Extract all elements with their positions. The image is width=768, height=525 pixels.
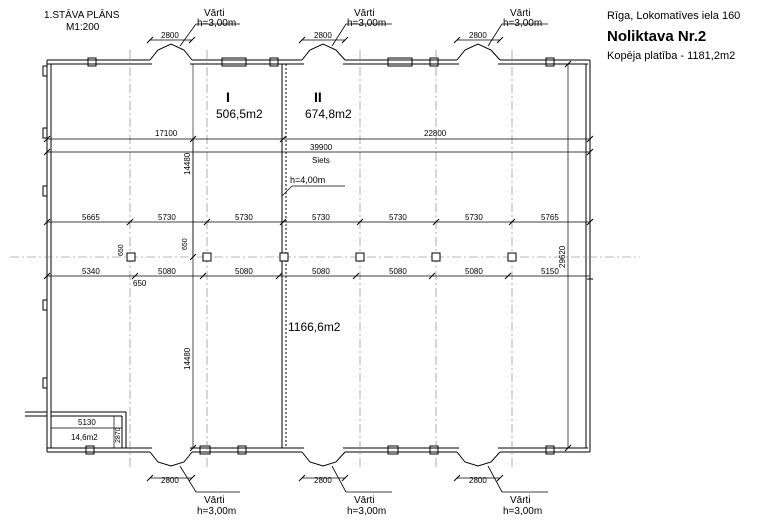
building-title: Noliktava Nr.2 <box>607 28 707 45</box>
gate-top-1-height: h=3,00m <box>197 18 236 29</box>
room-2-number: II <box>314 89 322 105</box>
dimension-ticks <box>43 36 594 482</box>
dim-top-4: 5730 <box>312 213 330 222</box>
gate-leaders <box>179 23 548 493</box>
gate-top-3-height: h=3,00m <box>503 18 542 29</box>
gate-top-2-height: h=3,00m <box>347 18 386 29</box>
dim-22800: 22800 <box>424 129 447 138</box>
gate-bottom-3-label: Vārti <box>510 495 531 506</box>
room-1-number: I <box>226 89 230 105</box>
dim-29620: 29620 <box>558 245 567 268</box>
height-4m-label: h=4,00m <box>290 175 325 185</box>
dim-2870: 2870 <box>115 427 122 443</box>
gate-bottom-2-width: 2800 <box>314 476 332 485</box>
dim-top-3: 5730 <box>235 213 253 222</box>
gate-top-3-label: Vārti <box>510 8 531 19</box>
dim-top-1: 5665 <box>82 213 100 222</box>
dim-bottom-1: 5340 <box>82 267 100 276</box>
dim-14480-upper: 14480 <box>183 152 192 175</box>
gate-bottom-3-height: h=3,00m <box>503 506 542 517</box>
dim-top-2: 5730 <box>158 213 176 222</box>
floor-plan-title: 1.STĀVA PLĀNS <box>44 10 120 21</box>
columns <box>126 252 517 262</box>
gate-top-1-width: 2800 <box>161 31 179 40</box>
main-hall-area: 1166,6m2 <box>288 320 341 334</box>
dim-bottom-4: 5080 <box>312 267 330 276</box>
dim-5130: 5130 <box>78 418 96 427</box>
dim-bottom-7: 5150 <box>541 267 559 276</box>
dim-bottom-2: 5080 <box>158 267 176 276</box>
scale-label: M1:200 <box>66 22 100 33</box>
dim-top-5: 5730 <box>389 213 407 222</box>
gate-top-2-label: Vārti <box>354 8 375 19</box>
gate-bottom-1-height: h=3,00m <box>197 506 236 517</box>
gate-bottom-1-label: Vārti <box>204 495 225 506</box>
dim-bottom-5: 5080 <box>389 267 407 276</box>
outer-walls <box>25 57 591 455</box>
gate-top-3-width: 2800 <box>469 31 487 40</box>
dim-650-b: 650 <box>182 238 189 250</box>
small-room-area: 14,6m2 <box>71 433 98 442</box>
gate-top-1-label: Vārti <box>204 8 225 19</box>
dimension-lines <box>47 64 590 448</box>
total-area-label: Kopēja platība - 1181,2m2 <box>607 50 736 62</box>
gate-top-2-width: 2800 <box>314 31 332 40</box>
dim-top-6: 5730 <box>465 213 483 222</box>
gate-bottom-2-height: h=3,00m <box>347 506 386 517</box>
address-label: Rīga, Lokomatīves iela 160 <box>607 10 741 22</box>
room-1-area: 506,5m2 <box>216 107 263 121</box>
gate-bottom-1-width: 2800 <box>161 476 179 485</box>
siets-label: Siets <box>312 156 330 165</box>
dim-650-c: 650 <box>133 279 147 288</box>
dim-bottom-3: 5080 <box>235 267 253 276</box>
gate-bottom-2-label: Vārti <box>354 495 375 506</box>
dim-bottom-6: 5080 <box>465 267 483 276</box>
dim-39900: 39900 <box>310 143 333 152</box>
gate-dims <box>150 39 500 479</box>
dim-14480-lower: 14480 <box>183 347 192 370</box>
gates-top <box>149 43 501 467</box>
dim-650-a: 650 <box>118 244 125 256</box>
dim-top-7: 5765 <box>541 213 559 222</box>
room-2-area: 674,8m2 <box>305 107 352 121</box>
partitions <box>51 64 287 448</box>
dim-17100: 17100 <box>155 129 178 138</box>
gate-bottom-3-width: 2800 <box>469 476 487 485</box>
